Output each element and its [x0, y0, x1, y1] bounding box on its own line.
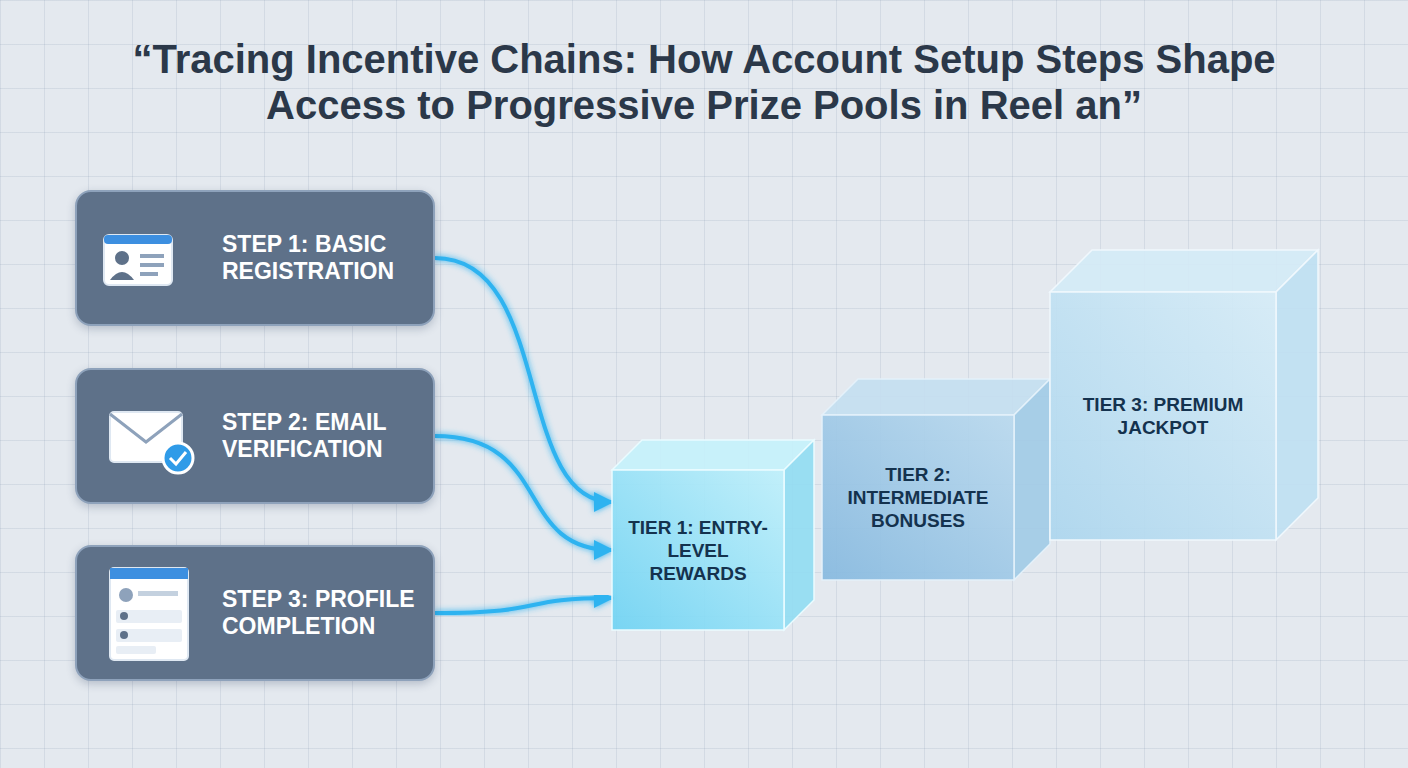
id-card-icon: [104, 235, 172, 285]
cube-front: [822, 415, 1014, 580]
step-label: STEP 1: BASIC REGISTRATION: [222, 231, 419, 285]
tier-label: TIER 2: INTERMEDIATE BONUSES: [832, 463, 1004, 532]
cube-top: [612, 440, 814, 470]
cube-side: [1014, 379, 1050, 580]
step-box: STEP 3: PROFILE COMPLETION: [75, 545, 435, 681]
step-label: STEP 2: EMAIL VERIFICATION: [222, 409, 419, 463]
cube-front: [612, 470, 784, 630]
cube-side: [1276, 250, 1318, 540]
cube-shape: [1050, 292, 1276, 540]
tier-label: TIER 1: ENTRY-LEVEL REWARDS: [622, 516, 774, 585]
tier-cube: TIER 2: INTERMEDIATE BONUSES: [822, 415, 1014, 580]
step-label: STEP 3: PROFILE COMPLETION: [222, 586, 419, 640]
email-icon: [110, 412, 193, 473]
step-box: STEP 1: BASIC REGISTRATION: [75, 190, 435, 326]
cube-top: [822, 379, 1050, 415]
flow-arrow: [435, 258, 612, 502]
cube-top: [1050, 250, 1318, 292]
tier-cube: TIER 1: ENTRY-LEVEL REWARDS: [612, 470, 784, 630]
flow-arrow: [435, 598, 612, 613]
tier-cube: TIER 3: PREMIUM JACKPOT: [1050, 292, 1276, 540]
cube-front: [1050, 292, 1276, 540]
profile-form-icon: [110, 568, 188, 660]
flow-arrow: [435, 436, 612, 550]
tier-label: TIER 3: PREMIUM JACKPOT: [1060, 393, 1266, 439]
cube-side: [784, 440, 814, 630]
diagram-title: “Tracing Incentive Chains: How Account S…: [74, 36, 1334, 128]
step-box: STEP 2: EMAIL VERIFICATION: [75, 368, 435, 504]
